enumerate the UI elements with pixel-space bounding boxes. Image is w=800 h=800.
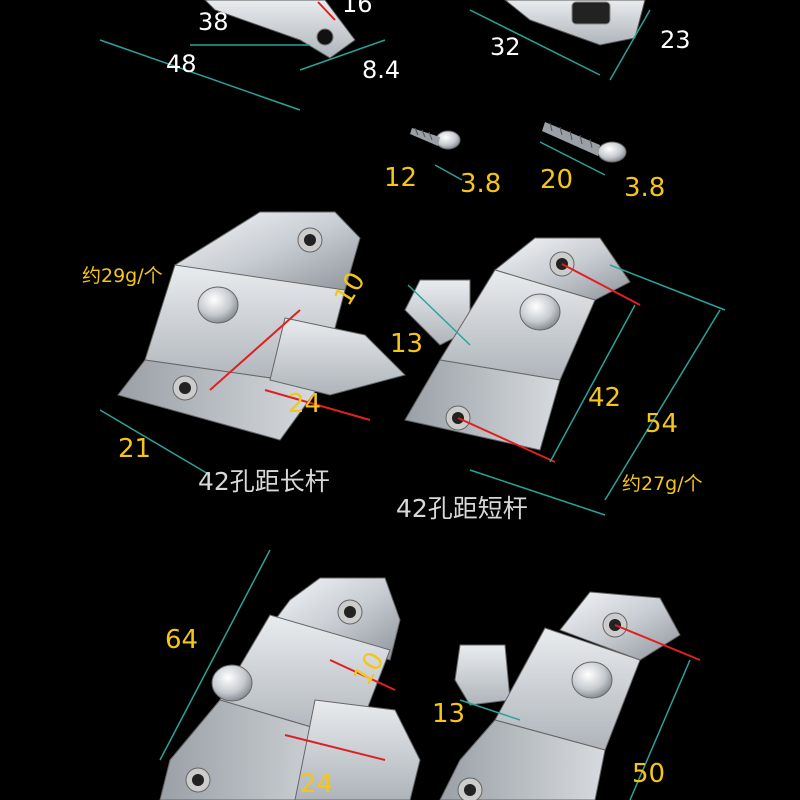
screw-short-length: 12 [384, 163, 417, 193]
top-right-plate [469, 0, 651, 81]
bottom-latch-short-bolt [439, 591, 701, 800]
latch-long-dim-24: 24 [288, 389, 321, 419]
latch-long-dim-21: 21 [118, 434, 151, 464]
top-left-dim-8-4: 8.4 [362, 56, 400, 84]
top-left-dim-48: 48 [166, 50, 197, 78]
latch-short-dim-42: 42 [588, 383, 621, 413]
latch-long-weight: 约29g/个 [82, 265, 163, 287]
bottom-latch-short-dim-13: 13 [432, 699, 465, 729]
latch-short-bolt [404, 237, 726, 516]
top-right-dim-23: 23 [660, 26, 691, 54]
screw-long [539, 122, 627, 176]
screw-long-diameter: 3.8 [624, 173, 665, 203]
latch-short-weight: 约27g/个 [622, 473, 703, 495]
latch-short-dim-13: 13 [390, 329, 423, 359]
bottom-latch-long-dim-64: 64 [165, 625, 198, 655]
bottom-latch-short-dim-50: 50 [632, 759, 665, 789]
top-right-dim-32: 32 [490, 33, 521, 61]
top-left-dim-16: 16 [342, 0, 373, 18]
bottom-latch-long-dim-24: 24 [300, 769, 333, 799]
latch-short-caption: 42孔距短杆 [396, 494, 528, 523]
bottom-latch-long-bolt [159, 549, 421, 800]
top-left-plate [99, 0, 386, 111]
latch-long-bolt [99, 211, 406, 476]
latch-long-caption: 42孔距长杆 [198, 467, 330, 496]
latch-short-dim-54: 54 [645, 409, 678, 439]
screw-short [410, 127, 463, 181]
screw-short-diameter: 3.8 [460, 169, 501, 199]
screw-long-length: 20 [540, 165, 573, 195]
top-left-dim-38: 38 [198, 8, 229, 36]
